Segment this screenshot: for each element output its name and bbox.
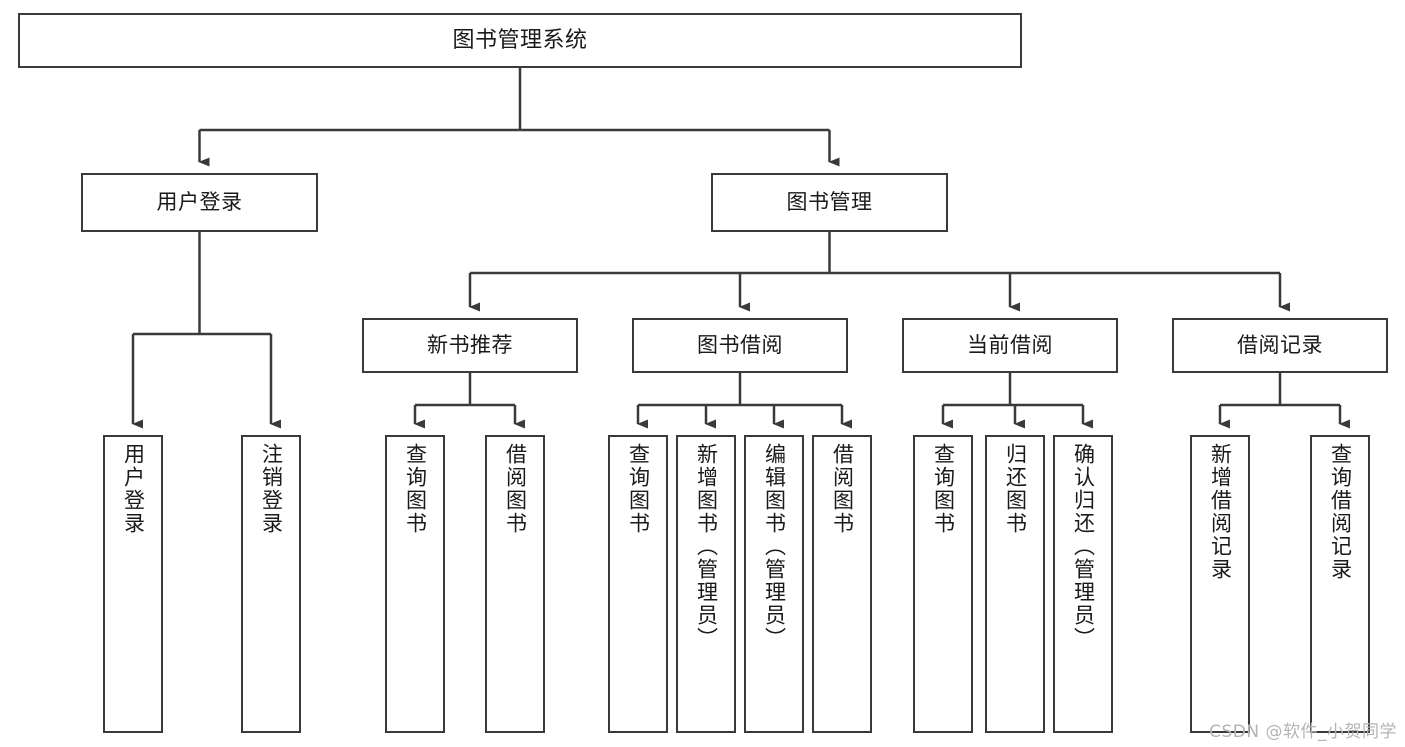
node-label: 查询借阅记录 bbox=[1328, 443, 1353, 581]
node-label: 归还图书 bbox=[1003, 443, 1028, 535]
node-leaf_0[interactable]: 用户登录 bbox=[103, 435, 163, 733]
node-label: 确认归还（管理员） bbox=[1071, 443, 1096, 650]
node-label: 借阅图书 bbox=[830, 443, 855, 535]
node-label: 查询图书 bbox=[931, 443, 956, 535]
node-label: 新增借阅记录 bbox=[1208, 443, 1233, 581]
node-label: 编辑图书（管理员） bbox=[762, 443, 787, 650]
node-root[interactable]: 图书管理系统 bbox=[18, 13, 1022, 68]
node-label: 借阅图书 bbox=[503, 443, 528, 535]
node-label: 图书管理 bbox=[786, 190, 873, 215]
node-l2_1[interactable]: 图书管理 bbox=[711, 173, 948, 232]
node-leaf_3[interactable]: 借阅图书 bbox=[485, 435, 545, 733]
node-leaf_1[interactable]: 注销登录 bbox=[241, 435, 301, 733]
node-l3_1[interactable]: 图书借阅 bbox=[632, 318, 848, 373]
node-label: 借阅记录 bbox=[1237, 333, 1323, 358]
node-leaf_2[interactable]: 查询图书 bbox=[385, 435, 445, 733]
node-label: 注销登录 bbox=[259, 443, 284, 535]
node-label: 查询图书 bbox=[626, 443, 651, 535]
node-label: 用户登录 bbox=[156, 190, 243, 215]
node-l3_2[interactable]: 当前借阅 bbox=[902, 318, 1118, 373]
node-leaf_5[interactable]: 新增图书（管理员） bbox=[676, 435, 736, 733]
node-leaf_6[interactable]: 编辑图书（管理员） bbox=[744, 435, 804, 733]
csdn-watermark: CSDN @软件_小贺同学 bbox=[1209, 722, 1397, 742]
node-label: 用户登录 bbox=[121, 443, 146, 535]
node-leaf_7[interactable]: 借阅图书 bbox=[812, 435, 872, 733]
node-leaf_8[interactable]: 查询图书 bbox=[913, 435, 973, 733]
node-leaf_4[interactable]: 查询图书 bbox=[608, 435, 668, 733]
node-label: 图书借阅 bbox=[697, 333, 783, 358]
node-label: 图书管理系统 bbox=[452, 27, 588, 53]
node-l2_0[interactable]: 用户登录 bbox=[81, 173, 318, 232]
node-leaf_12[interactable]: 查询借阅记录 bbox=[1310, 435, 1370, 733]
node-leaf_10[interactable]: 确认归还（管理员） bbox=[1053, 435, 1113, 733]
node-label: 新增图书（管理员） bbox=[694, 443, 719, 650]
node-l3_3[interactable]: 借阅记录 bbox=[1172, 318, 1388, 373]
node-label: 查询图书 bbox=[403, 443, 428, 535]
node-leaf_9[interactable]: 归还图书 bbox=[985, 435, 1045, 733]
node-l3_0[interactable]: 新书推荐 bbox=[362, 318, 578, 373]
node-leaf_11[interactable]: 新增借阅记录 bbox=[1190, 435, 1250, 733]
node-label: 新书推荐 bbox=[427, 333, 513, 358]
node-label: 当前借阅 bbox=[967, 333, 1053, 358]
